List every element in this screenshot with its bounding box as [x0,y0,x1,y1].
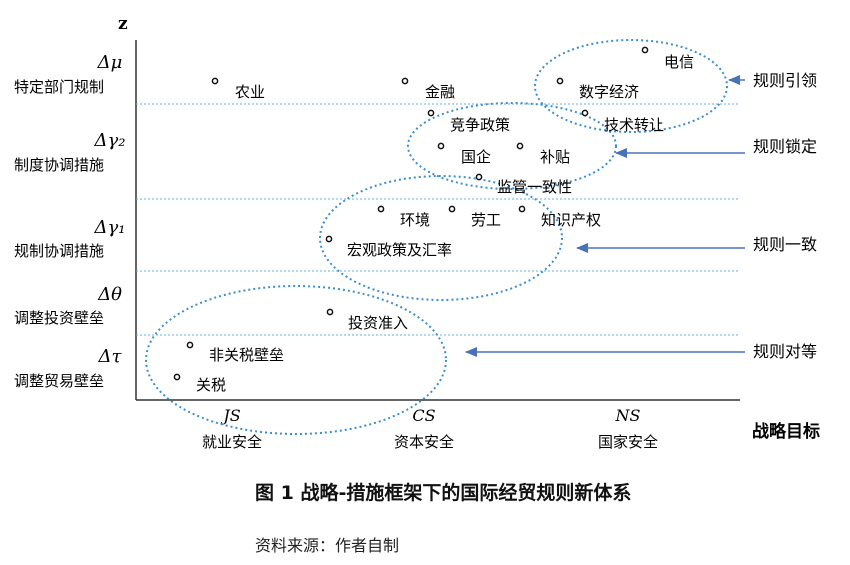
rule-label: 规则对等 [753,342,817,361]
level-symbol: Δγ₁ [94,217,126,238]
item-label: 竞争政策 [450,116,510,134]
cluster-ellipse-lead [534,39,728,133]
item-competition-policy: 竞争政策 [427,109,510,134]
item-environment: 环境 [377,205,430,229]
item-label: 关税 [196,376,226,394]
level-theta: Δθ 调整投资壁垒 [14,284,122,327]
item-dot [186,341,194,349]
level-symbol: Δτ [98,346,123,367]
goal-cs: CS 资本安全 [394,406,454,451]
item-label: 国企 [461,148,491,166]
level-label: 调整贸易壁垒 [14,372,104,390]
item-finance: 金融 [401,77,455,101]
item-dot [427,109,435,117]
y-axis-title: z [118,14,128,34]
item-dot [641,46,649,54]
item-label: 投资准入 [348,314,408,332]
level-label: 制度协调措施 [14,156,104,174]
goal-label: 资本安全 [394,433,454,451]
cluster-ellipse-reciprocal [145,285,447,435]
item-agriculture: 农业 [211,77,265,101]
item-label: 宏观政策及汇率 [347,241,452,259]
goal-label: 就业安全 [202,433,262,451]
item-dot [211,77,219,85]
level-label: 规制协调措施 [14,242,104,260]
rule-label: 规则引领 [753,71,817,90]
rule-reciprocal: 规则对等 [465,342,817,361]
x-axis-title: 战略目标 [752,421,820,442]
level-mu: Δμ 特定部门规制 [14,52,122,96]
item-dot [581,109,589,117]
cluster-ellipse-lock [407,102,617,190]
goal-ns: NS 国家安全 [598,406,658,451]
item-dot [326,308,334,316]
goal-abbr: CS [412,406,435,425]
level-gamma1: Δγ₁ 规制协调措施 [14,217,125,260]
level-symbol: Δγ₂ [94,130,126,151]
item-dot [173,373,181,381]
item-macro-policy: 宏观政策及汇率 [325,235,452,259]
level-label: 调整投资壁垒 [14,309,104,327]
item-dot [437,142,445,150]
item-tariff: 关税 [173,373,226,394]
level-label: 特定部门规制 [14,78,104,96]
item-label: 补贴 [540,148,570,166]
rule-label: 规则锁定 [753,137,817,156]
item-dot [401,77,409,85]
item-dot [556,77,564,85]
item-ip: 知识产权 [518,205,601,229]
item-label: 劳工 [471,211,501,229]
goal-abbr: NS [615,406,641,425]
item-label: 数字经济 [579,83,639,101]
goal-label: 国家安全 [598,433,658,451]
item-telecom: 电信 [641,46,694,71]
rule-label: 规则一致 [753,235,817,254]
item-dot [475,173,483,181]
level-symbol: Δμ [97,52,123,73]
item-label: 监管一致性 [497,178,572,196]
figure-source: 资料来源：作者自制 [255,536,400,555]
item-label: 知识产权 [541,211,601,229]
item-dot [377,205,385,213]
goal-abbr: JS [220,406,240,425]
rule-lead: 规则引领 [728,71,817,90]
item-tech-transfer: 技术转让 [581,109,664,134]
item-label: 技术转让 [604,116,664,134]
level-gamma2: Δγ₂ 制度协调措施 [14,130,125,174]
level-tau: Δτ 调整贸易壁垒 [14,346,123,390]
item-dot [325,235,333,243]
item-digital-economy: 数字经济 [556,77,639,101]
rule-consistent: 规则一致 [576,235,817,254]
goal-js: JS 就业安全 [202,406,262,451]
item-label: 电信 [664,53,694,71]
item-dot [448,205,456,213]
item-regulatory-coherence: 监管一致性 [475,173,572,196]
item-investment-access: 投资准入 [326,308,408,332]
framework-diagram: z 战略目标 Δμ 特定部门规制 Δγ₂ 制度协调措施 Δγ₁ 规制协调措施 Δ… [14,14,820,451]
item-dot [516,142,524,150]
figure-caption: 图 1 战略-措施框架下的国际经贸规则新体系 [255,482,632,504]
item-label: 金融 [425,83,455,101]
item-labor: 劳工 [448,205,501,229]
item-non-tariff-barriers: 非关税壁垒 [186,341,284,364]
item-dot [518,205,526,213]
level-symbol: Δθ [97,284,122,305]
item-label: 农业 [235,83,265,101]
item-soe: 国企 [437,142,491,166]
item-subsidy: 补贴 [516,142,570,166]
rule-lock: 规则锁定 [615,137,817,158]
item-label: 环境 [400,211,430,229]
cluster-ellipse-consistent [319,175,563,301]
item-label: 非关税壁垒 [209,346,284,364]
